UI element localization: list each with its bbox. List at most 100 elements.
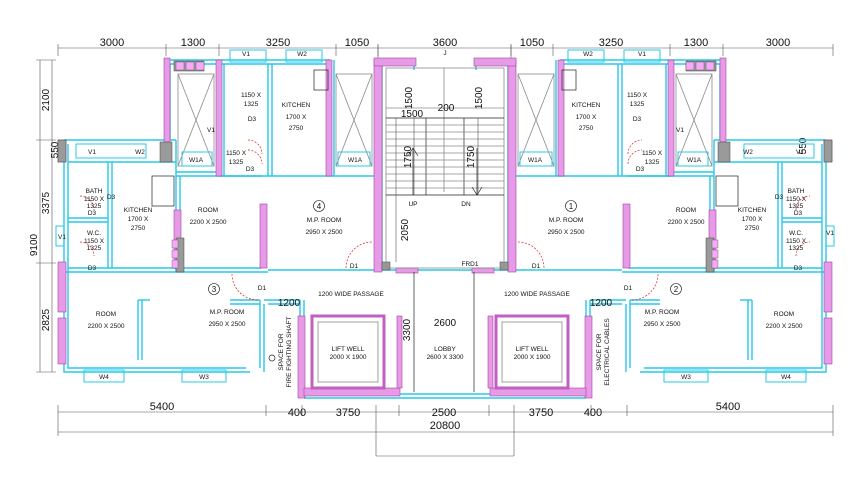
tag-j: J bbox=[443, 50, 446, 57]
flat-number-2: 2 bbox=[674, 285, 679, 294]
svg-text:W2: W2 bbox=[583, 51, 593, 58]
svg-text:1700 X: 1700 X bbox=[128, 216, 149, 223]
lift-well-right-label: LIFT WELL bbox=[516, 346, 549, 353]
opening-tags: V1 W2 W2 V1 V1 W2 W2 V1 W1A W1A W1A W1A … bbox=[58, 51, 834, 381]
flat-1-labels: KITCHEN 1700 X 2750 M.P. ROOM 2950 X 250… bbox=[548, 92, 705, 236]
mp-room-label: M.P. ROOM bbox=[307, 217, 342, 224]
svg-text:W4: W4 bbox=[781, 374, 791, 381]
svg-text:W2: W2 bbox=[743, 149, 753, 156]
svg-text:2200 X 2500: 2200 X 2500 bbox=[88, 323, 125, 330]
svg-text:2750: 2750 bbox=[579, 125, 594, 132]
svg-text:1325: 1325 bbox=[87, 245, 102, 252]
dim-top-4: 1050 bbox=[345, 37, 369, 49]
svg-text:BATH: BATH bbox=[86, 188, 103, 195]
svg-text:D3: D3 bbox=[88, 210, 97, 217]
svg-text:2200 X 2500: 2200 X 2500 bbox=[668, 219, 705, 226]
fixtures bbox=[151, 69, 739, 362]
svg-text:1700 X: 1700 X bbox=[576, 114, 597, 121]
svg-text:1325: 1325 bbox=[630, 101, 645, 108]
dim-top-8: 1300 bbox=[684, 37, 708, 49]
svg-text:W4: W4 bbox=[99, 374, 109, 381]
lobby-dim-3300: 3300 bbox=[402, 318, 413, 341]
bottom-dimension-labels: 5400 400 3750 2500 3750 400 5400 20800 bbox=[150, 401, 740, 432]
lobby-label: LOBBY bbox=[434, 346, 456, 353]
svg-text:2950 X 2500: 2950 X 2500 bbox=[209, 321, 246, 328]
flat-number-3: 3 bbox=[212, 285, 217, 294]
stair-dim-1500-a: 1500 bbox=[404, 86, 415, 109]
stair-dim-2050: 2050 bbox=[400, 218, 411, 241]
frd1-label: FRD1 bbox=[462, 261, 479, 268]
stair-dim-1500-b: 1500 bbox=[474, 86, 485, 109]
svg-text:W.C.: W.C. bbox=[789, 230, 803, 237]
svg-text:ROOM: ROOM bbox=[676, 207, 696, 214]
svg-text:M.P. ROOM: M.P. ROOM bbox=[210, 309, 245, 316]
svg-text:2750: 2750 bbox=[745, 225, 760, 232]
dim-left-total: 9100 bbox=[29, 233, 40, 256]
svg-text:D1: D1 bbox=[532, 263, 541, 270]
passage-right-label: 1200 WIDE PASSAGE bbox=[504, 291, 570, 298]
flat-2-labels: KITCHEN 1700 X 2750 BATH 1150 X 1325 W.C… bbox=[644, 188, 807, 330]
dim-left-3: 2825 bbox=[41, 308, 52, 331]
flat-4-labels: KITCHEN 1700 X 2750 M.P. ROOM 2950 X 250… bbox=[190, 92, 343, 236]
stair-up-label: UP bbox=[408, 201, 417, 208]
svg-text:KITCHEN: KITCHEN bbox=[572, 102, 601, 109]
dim-top-5: 3600 bbox=[433, 37, 457, 49]
svg-text:1150 X: 1150 X bbox=[226, 150, 247, 157]
flat-number-1: 1 bbox=[569, 202, 574, 211]
svg-text:2950 X 2500: 2950 X 2500 bbox=[644, 321, 681, 328]
dim-bottom-5: 3750 bbox=[529, 407, 553, 419]
svg-text:W1A: W1A bbox=[189, 157, 204, 164]
stair-dim-1750-b: 1750 bbox=[466, 145, 477, 168]
svg-text:2750: 2750 bbox=[289, 125, 304, 132]
passage-left-label: 1200 WIDE PASSAGE bbox=[318, 291, 384, 298]
lift-well-left-size: 2000 X 1900 bbox=[330, 354, 367, 361]
svg-text:1325: 1325 bbox=[244, 101, 259, 108]
dim-bottom-4: 2500 bbox=[432, 407, 456, 419]
lift-well-left-label: LIFT WELL bbox=[332, 346, 365, 353]
svg-text:D1: D1 bbox=[258, 285, 267, 292]
stair-dim-200: 200 bbox=[438, 103, 455, 114]
dim-bottom-3: 3750 bbox=[336, 407, 360, 419]
svg-text:D3: D3 bbox=[794, 265, 803, 272]
doors bbox=[79, 139, 811, 301]
svg-text:ROOM: ROOM bbox=[96, 311, 116, 318]
dim-bottom-6: 400 bbox=[584, 407, 602, 419]
svg-text:1325: 1325 bbox=[789, 245, 804, 252]
lobby-size: 2600 X 3300 bbox=[427, 354, 464, 361]
dim-top-7: 3250 bbox=[599, 37, 623, 49]
svg-text:1150 X: 1150 X bbox=[84, 196, 105, 203]
lobby: LOBBY 2600 X 3300 2600 3300 1200 WIDE PA… bbox=[278, 272, 613, 392]
svg-text:1150 X: 1150 X bbox=[84, 238, 105, 245]
svg-text:M.P. ROOM: M.P. ROOM bbox=[645, 309, 680, 316]
top-dimension-labels: 3000 1300 3250 1050 3600 1050 3250 1300 … bbox=[100, 37, 790, 49]
svg-text:D3: D3 bbox=[88, 265, 97, 272]
dim-1200-left: 1200 bbox=[278, 298, 301, 309]
svg-text:V1: V1 bbox=[242, 51, 250, 58]
svg-text:D3: D3 bbox=[246, 166, 255, 173]
svg-text:D3: D3 bbox=[107, 194, 116, 201]
mp-room-size: 2950 X 2500 bbox=[306, 229, 343, 236]
svg-text:W3: W3 bbox=[681, 374, 691, 381]
svg-text:W3: W3 bbox=[199, 374, 209, 381]
svg-text:V1: V1 bbox=[826, 230, 834, 237]
svg-text:1150 X: 1150 X bbox=[642, 150, 663, 157]
svg-text:D3: D3 bbox=[633, 116, 642, 123]
fire-shaft-label-2: FIRE FIGHTING SHAFT bbox=[286, 317, 293, 388]
svg-text:D3: D3 bbox=[794, 210, 803, 217]
dim-total: 20800 bbox=[430, 420, 461, 432]
dim-1200-right: 1200 bbox=[590, 298, 613, 309]
stair-dimensions: 1500 1500 1500 200 1750 1750 2050 UP DN … bbox=[400, 50, 485, 268]
svg-text:1700 X: 1700 X bbox=[286, 114, 307, 121]
dim-left-2: 3375 bbox=[41, 191, 52, 214]
dim-left-small: 550 bbox=[50, 141, 61, 158]
svg-text:M.P. ROOM: M.P. ROOM bbox=[549, 217, 584, 224]
svg-text:W2: W2 bbox=[297, 51, 307, 58]
svg-text:D1: D1 bbox=[350, 263, 359, 270]
svg-text:D3: D3 bbox=[636, 166, 645, 173]
dim-right-small: 550 bbox=[798, 137, 809, 154]
svg-text:W2: W2 bbox=[135, 149, 145, 156]
dim-bottom-1: 5400 bbox=[150, 401, 174, 413]
stair-dim-1500-c: 1500 bbox=[401, 109, 424, 120]
lift-well-right-size: 2000 X 1900 bbox=[514, 354, 551, 361]
